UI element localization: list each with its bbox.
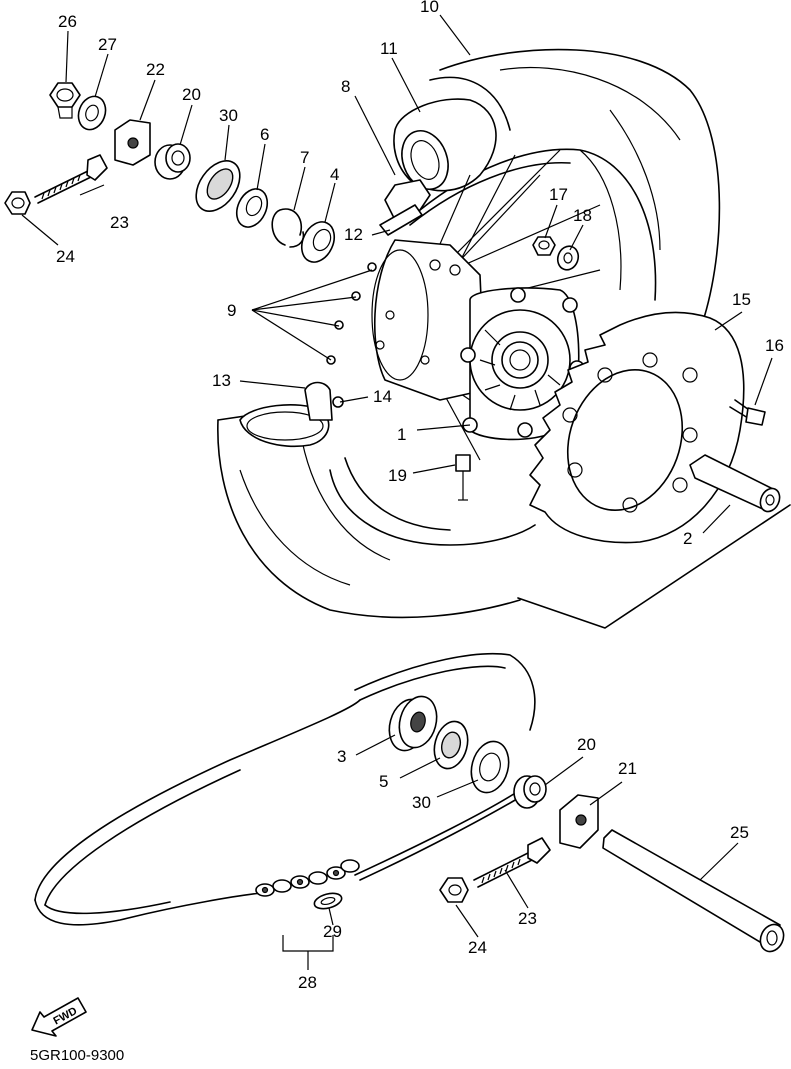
bolt-23b [473, 837, 551, 888]
callout-23: 23 [110, 213, 129, 232]
callout-20-lower: 20 [577, 735, 596, 754]
rim-lock [239, 381, 344, 448]
collar-20b [513, 775, 547, 809]
callout-15: 15 [732, 290, 751, 309]
callout-23-lower: 23 [518, 909, 537, 928]
seal-30b [470, 740, 510, 794]
collar-20a [154, 143, 191, 180]
callout-16: 16 [765, 336, 784, 355]
collar-5 [433, 720, 469, 770]
callout-6: 6 [260, 125, 269, 144]
part-code: 5GR100-9300 [30, 1047, 124, 1064]
bearing-6 [235, 188, 269, 228]
plate-21 [559, 794, 599, 849]
callout-17: 17 [549, 185, 568, 204]
callout-5: 5 [379, 772, 388, 791]
callout-19: 19 [388, 466, 407, 485]
callout-12: 12 [344, 225, 363, 244]
rim-band [379, 179, 431, 236]
callout-25: 25 [730, 823, 749, 842]
callout-1: 1 [397, 425, 406, 444]
valve-19 [455, 454, 471, 501]
nut-24b [439, 877, 469, 903]
callout-labels: 26 27 22 20 30 6 7 4 8 11 10 23 24 12 17… [56, 0, 784, 992]
nut-26 [49, 82, 81, 119]
nut-17 [532, 236, 556, 256]
circlip-7 [271, 208, 305, 248]
nut-24a [4, 191, 31, 215]
callout-18: 18 [573, 206, 592, 225]
callout-4: 4 [330, 165, 339, 184]
link-plate-29 [313, 892, 343, 910]
callout-27: 27 [98, 35, 117, 54]
washer-18 [556, 245, 580, 271]
spacer-2 [689, 454, 781, 513]
callout-24-lower: 24 [468, 938, 487, 957]
callout-8: 8 [341, 77, 350, 96]
axle-25 [602, 829, 785, 953]
callout-21: 21 [618, 759, 637, 778]
tire [217, 48, 791, 629]
bolt-16 [729, 399, 766, 426]
callout-7: 7 [300, 148, 309, 167]
callout-30: 30 [219, 106, 238, 125]
plate-22 [114, 119, 151, 166]
callout-3: 3 [337, 747, 346, 766]
callout-29: 29 [323, 922, 342, 941]
callout-10: 10 [420, 0, 439, 16]
seal-30a [195, 160, 241, 212]
inner-tube [393, 98, 497, 192]
forward-arrow-icon: FWD [31, 997, 87, 1037]
callout-14: 14 [373, 387, 392, 406]
callout-9: 9 [227, 301, 236, 320]
bearing-3 [388, 695, 438, 752]
callout-20: 20 [182, 85, 201, 104]
callout-2: 2 [683, 529, 692, 548]
hub [371, 239, 585, 441]
callout-30-lower: 30 [412, 793, 431, 812]
rim [329, 148, 657, 546]
balls [326, 262, 377, 365]
callout-11: 11 [380, 39, 398, 58]
bearing-4 [300, 221, 336, 263]
sprocket [529, 311, 745, 544]
callout-22: 22 [146, 60, 165, 79]
callout-13: 13 [212, 371, 231, 390]
callout-24: 24 [56, 247, 75, 266]
bolt-23a [34, 154, 108, 204]
callout-26: 26 [58, 12, 77, 31]
washer-27 [77, 95, 107, 131]
leader-lines [21, 14, 773, 970]
callout-28: 28 [298, 973, 317, 992]
chain [34, 652, 536, 926]
